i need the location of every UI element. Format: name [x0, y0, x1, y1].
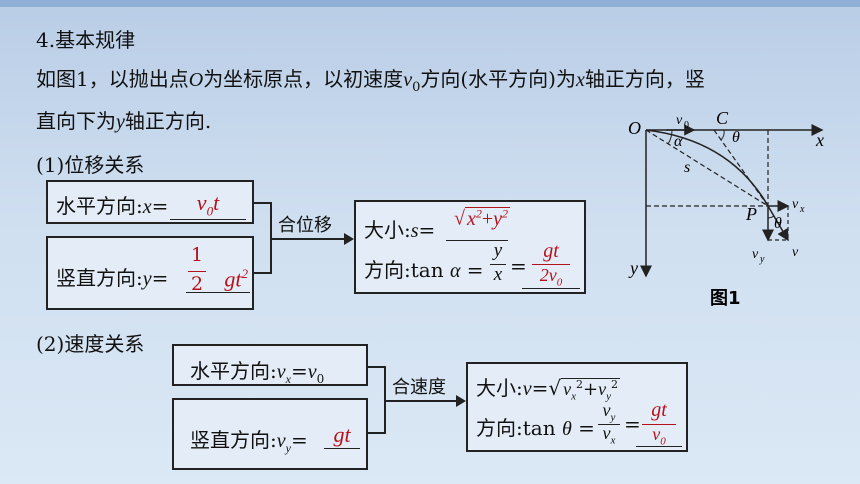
vel-combine-label: 合速度: [392, 377, 446, 398]
disp-dir-answer-den: 2v0: [539, 265, 563, 289]
vel-dir-num: vy: [602, 400, 616, 424]
label-theta-p: θ: [774, 215, 782, 232]
disp-vertical-answer: gt2: [186, 256, 250, 293]
label-v0-sub: 0: [684, 120, 689, 131]
label-v0: v: [676, 113, 683, 128]
disp-dir-num: y: [493, 240, 503, 261]
disp-arrow-line: [272, 238, 344, 240]
vel-arrow-line: [386, 400, 456, 402]
disp-bracket: [254, 202, 272, 274]
label-vy-sub: y: [759, 254, 765, 265]
label-v: v: [792, 245, 799, 260]
label-x: x: [815, 130, 824, 150]
displacement-line: [645, 129, 769, 207]
disp-magnitude-answer: √x2+y2: [454, 206, 511, 230]
vel-vertical-box: 竖直方向:vy= gt: [172, 398, 368, 470]
disp-dir-den: x: [493, 264, 503, 285]
label-alpha: α: [674, 133, 683, 150]
vel-dir-den: vx: [602, 423, 616, 447]
disp-vertical-frac-num: 1: [190, 244, 204, 266]
label-P: P: [745, 204, 757, 224]
displacement-title: (1)位移关系: [36, 153, 145, 177]
vel-dir-answer-num: gt: [651, 399, 667, 421]
label-vx-sub: x: [799, 204, 805, 215]
disp-arrow-head: [344, 233, 354, 245]
disp-vertical-frac-den: 2: [190, 273, 204, 295]
vel-horizontal-box: 水平方向:vx=v0: [172, 344, 368, 386]
projectile-figure: O C θ α s v 0 x y P θ v x v y v 图1: [628, 108, 824, 309]
vel-result-box: 大小:v=√vx2+vy2 方向:tan θ = vy vx = gt v0: [466, 362, 688, 452]
vel-dir-answer-den: v0: [652, 424, 666, 448]
velocity-title: (2)速度关系: [36, 332, 145, 356]
trajectory-curve: [645, 129, 769, 207]
disp-result-box: 大小:s= √x2+y2 方向:tan α = y x = gt 2v0: [354, 200, 586, 294]
top-accent-bar: [0, 0, 860, 7]
label-vx: v: [792, 197, 799, 212]
disp-horizontal-answer: v0t: [170, 190, 246, 221]
label-C: C: [716, 108, 729, 128]
label-vy: v: [752, 247, 759, 262]
disp-combine-label: 合位移: [278, 215, 332, 236]
disp-vertical-box: 竖直方向:y= 1 2 gt2: [46, 236, 254, 310]
intro-line-1: 如图1，以抛出点O为坐标原点，以初速度v0方向(水平方向)为x轴正方向，竖: [36, 67, 705, 95]
label-O: O: [628, 118, 641, 138]
section-heading: 4.基本规律: [36, 28, 136, 52]
disp-dir-answer-num: gt: [543, 240, 559, 262]
intro-line-2: 直向下为y轴正方向.: [36, 109, 212, 133]
label-theta-c: θ: [732, 129, 740, 146]
disp-horizontal-box: 水平方向:x= v0t: [46, 180, 254, 224]
figure-caption: 图1: [710, 288, 741, 309]
label-y: y: [628, 258, 638, 278]
v-vector: [767, 205, 789, 242]
label-s: s: [684, 159, 690, 176]
vel-vertical-answer: gt: [324, 422, 360, 449]
vel-arrow-head: [456, 395, 466, 407]
vel-bracket: [368, 366, 386, 434]
